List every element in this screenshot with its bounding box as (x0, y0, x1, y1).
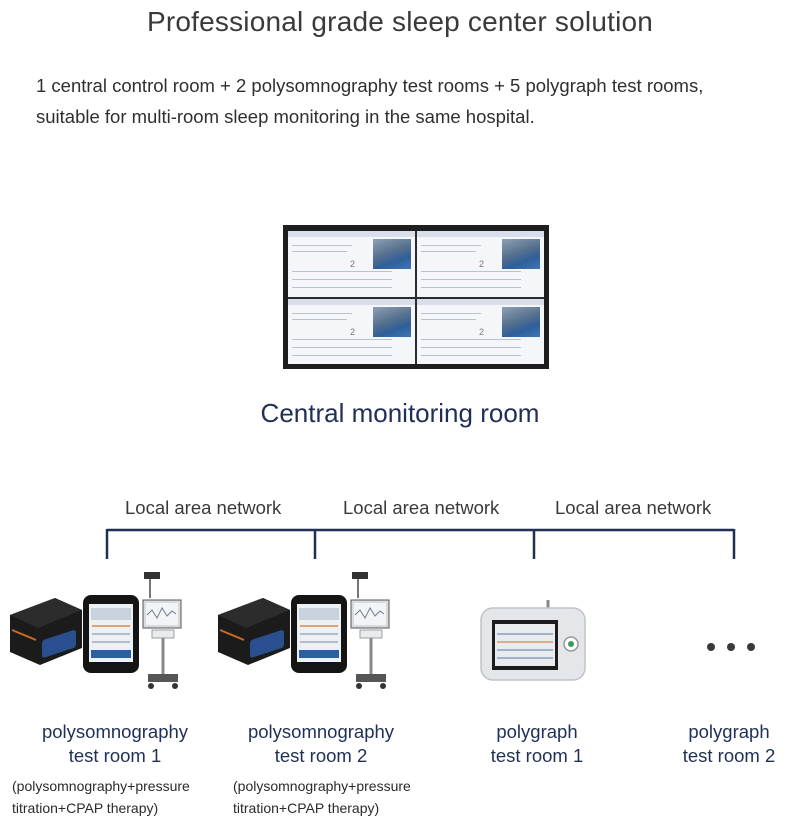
room-note-line: (polysomnography+pressure (12, 778, 190, 794)
patient-video-thumbnail (502, 239, 540, 269)
room-label-polygraph-1: polygraph test room 1 (437, 720, 637, 768)
lan-label-3: Local area network (555, 497, 712, 518)
room-note-psg-1: (polysomnography+pressure titration+CPAP… (12, 775, 190, 819)
room-name-line: polygraph (688, 721, 770, 742)
pane-number: 2 (350, 259, 356, 269)
monitor-screen: 2 2 2 (288, 231, 544, 364)
monitor-pane: 2 (288, 298, 415, 364)
room-name-line: test room 1 (490, 745, 584, 766)
intro-paragraph: 1 central control room + 2 polysomnograp… (36, 70, 800, 132)
room-name-line: test room 1 (68, 745, 162, 766)
central-monitor-image: 2 2 2 (283, 225, 549, 369)
monitor-pane: 2 (417, 231, 544, 297)
psg-room-2-devices (218, 572, 390, 689)
patient-video-thumbnail (373, 306, 411, 337)
room-note-line: titration+CPAP therapy) (12, 800, 159, 816)
room-name-line: test room 2 (682, 745, 776, 766)
patient-video-thumbnail (373, 239, 411, 269)
psg-tablet-icon (83, 595, 139, 673)
pane-number: 2 (479, 326, 485, 337)
room-note-line: titration+CPAP therapy) (233, 800, 380, 816)
psg-room-1-devices (10, 572, 182, 689)
workstation-cart-icon (350, 572, 390, 689)
intro-line-1: 1 central control room + 2 polysomnograp… (36, 75, 704, 96)
cpap-machine-icon (10, 598, 82, 665)
room-label-psg-1: polysomnography test room 1 (15, 720, 215, 768)
lan-label-2: Local area network (343, 497, 500, 518)
intro-line-2: suitable for multi-room sleep monitoring… (36, 106, 535, 127)
room-name-line: polysomnography (247, 721, 395, 742)
psg-tablet-icon (291, 595, 347, 673)
room-note-psg-2: (polysomnography+pressure titration+CPAP… (233, 775, 411, 819)
pane-number: 2 (350, 326, 356, 337)
page-title: Professional grade sleep center solution (146, 6, 654, 37)
more-rooms-dot (747, 643, 755, 651)
pane-number: 2 (479, 259, 485, 269)
equipment-illustrations (10, 572, 586, 689)
lan-label-1: Local area network (125, 497, 282, 518)
room-name-line: polysomnography (41, 721, 189, 742)
workstation-cart-icon (142, 572, 182, 689)
room-label-psg-2: polysomnography test room 2 (221, 720, 421, 768)
room-note-line: (polysomnography+pressure (233, 778, 411, 794)
room-name-line: polygraph (496, 721, 578, 742)
central-monitoring-room-label: Central monitoring room (260, 398, 540, 428)
cpap-machine-icon (218, 598, 290, 665)
monitor-pane: 2 (288, 231, 415, 297)
room-label-polygraph-2: polygraph test room 2 (629, 720, 800, 768)
monitor-pane: 2 (417, 298, 544, 364)
room-name-line: test room 2 (274, 745, 368, 766)
polygraph-device-icon (480, 600, 586, 681)
more-rooms-dot (727, 643, 735, 651)
more-rooms-dot (707, 643, 715, 651)
patient-video-thumbnail (502, 306, 540, 337)
